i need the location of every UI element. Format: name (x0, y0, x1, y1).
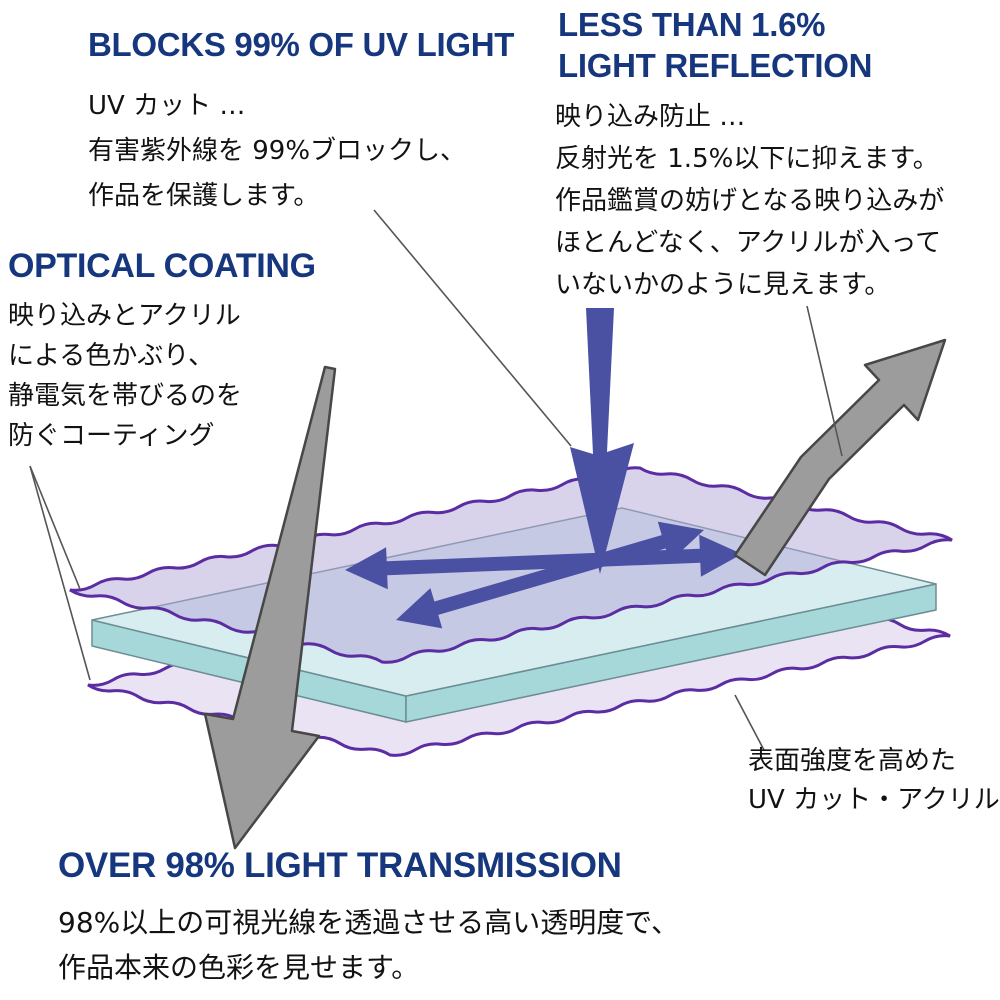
text-line: 防ぐコーティング (8, 421, 215, 451)
pointer-line-uv (373, 209, 572, 447)
pointer-line-reflection (806, 305, 843, 457)
pointer-line-coating-top (29, 465, 81, 590)
heading-coating: OPTICAL COATING (8, 247, 316, 285)
text-reflection: 映り込み防止 … 反射光を 1.5%以下に抑えます。 作品鑑賞の妨げとなる映り込… (555, 96, 944, 306)
heading-reflection: LESS THAN 1.6% LIGHT REFLECTION (558, 4, 872, 86)
surface-spread-arrow-horizontal (345, 534, 742, 590)
incident-light-arrow (570, 308, 634, 574)
pointer-line-acrylic (734, 694, 765, 751)
text-line: ほとんどなく、アクリルが入って (555, 228, 942, 258)
text-line: による色かぶり、 (8, 341, 215, 371)
text-line: 映り込み防止 … (555, 102, 746, 132)
transmission-arrow (203, 365, 337, 850)
text-line: 作品を保護します。 (88, 181, 320, 211)
text-uv-block: UV カット … 有害紫外線を 99%ブロックし、 作品を保護します。 (88, 84, 466, 219)
text-line: 映り込みとアクリル (8, 301, 241, 331)
text-line: いないかのように見えます。 (555, 270, 891, 300)
heading-uv-block: BLOCKS 99% OF UV LIGHT (88, 26, 515, 63)
surface-spread-arrow-diagonal (396, 521, 704, 629)
text-line: 作品本来の色彩を見せます。 (58, 951, 420, 984)
text-line: 有害紫外線を 99%ブロックし、 (88, 136, 467, 166)
heading-line: LIGHT REFLECTION (558, 47, 873, 84)
heading-transmission: OVER 98% LIGHT TRANSMISSION (58, 846, 622, 885)
text-line: 静電気を帯びるのを (8, 381, 243, 411)
label-acrylic-sheet: 表面強度を高めた UV カット・アクリル (748, 742, 1000, 820)
text-line: 反射光を 1.5%以下に抑えます。 (555, 144, 939, 174)
reflection-arrow (733, 338, 947, 577)
text-line: UV カット・アクリル (748, 785, 1000, 815)
heading-line: LESS THAN 1.6% (558, 6, 826, 43)
text-transmission: 98%以上の可視光線を透過させる高い透明度で、 作品本来の色彩を見せます。 (58, 900, 679, 990)
pointer-line-coating-bottom (29, 465, 91, 681)
text-line: UV カット … (88, 91, 246, 121)
text-line: 98%以上の可視光線を透過させる高い透明度で、 (58, 906, 680, 939)
text-line: 表面強度を高めた (748, 746, 957, 776)
text-coating: 映り込みとアクリル による色かぶり、 静電気を帯びるのを 防ぐコーティング (8, 296, 242, 456)
text-line: 作品鑑賞の妨げとなる映り込みが (555, 186, 945, 216)
